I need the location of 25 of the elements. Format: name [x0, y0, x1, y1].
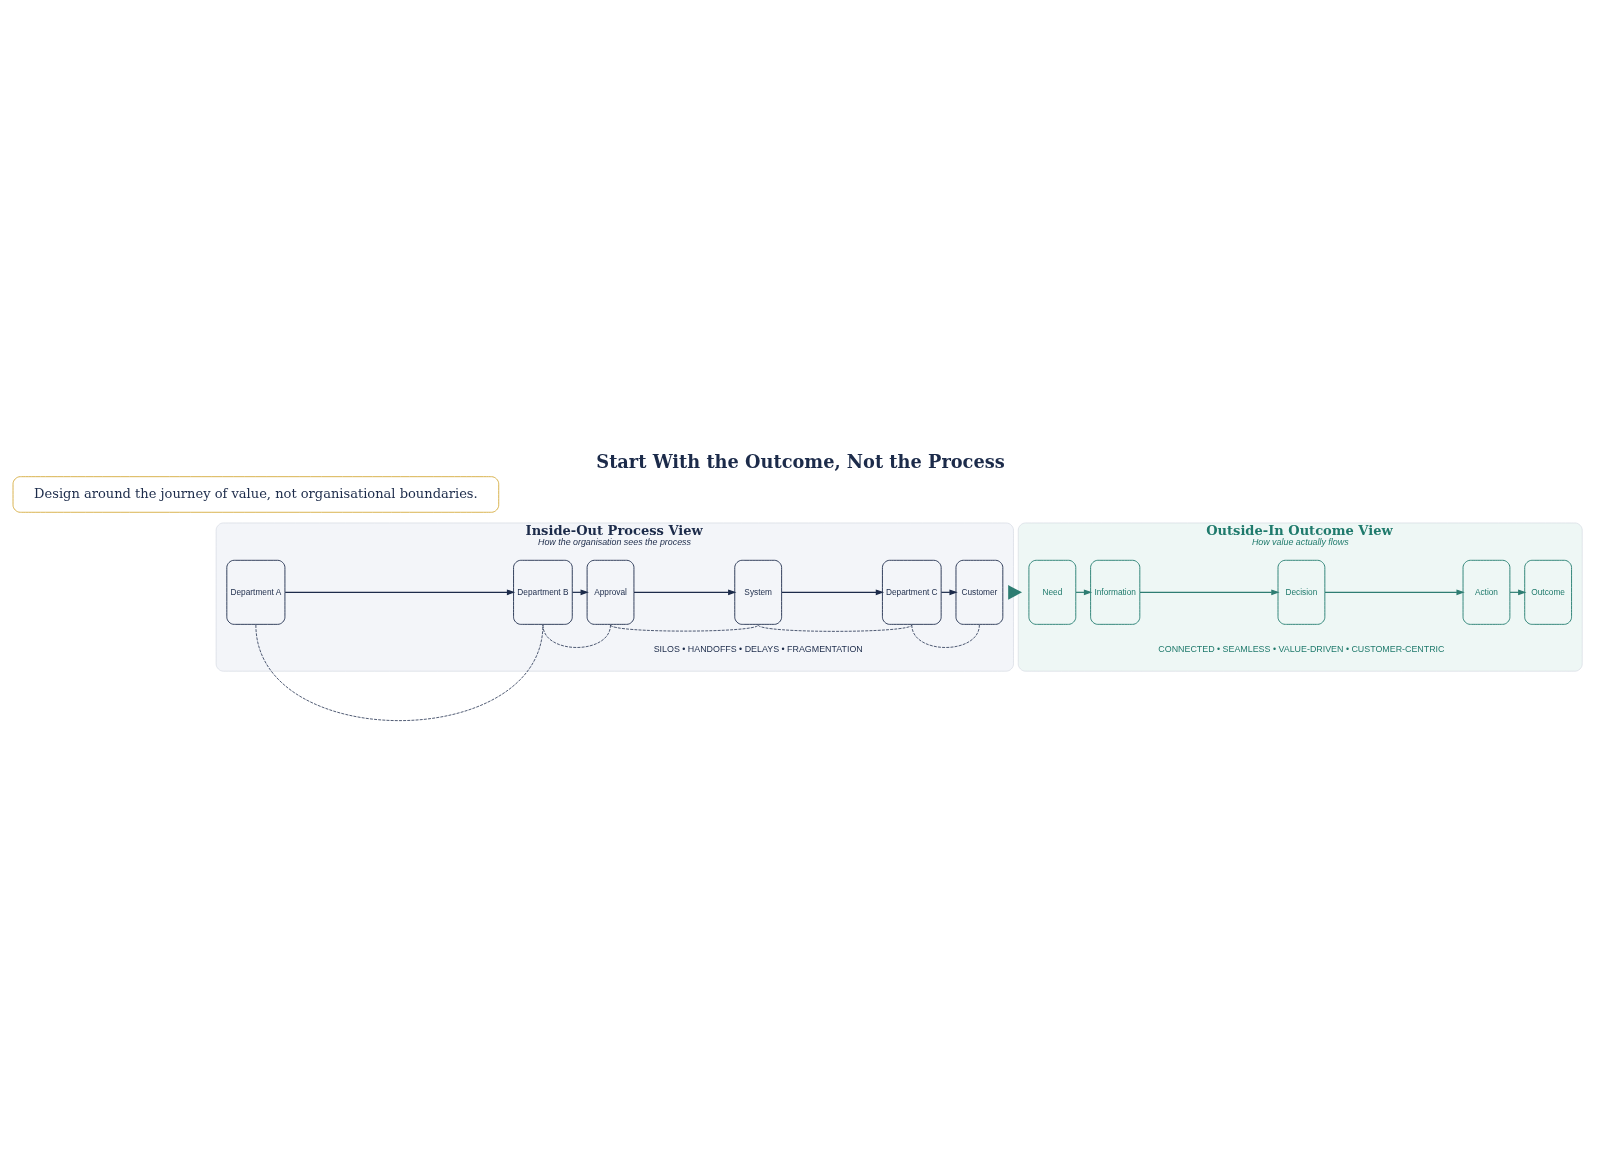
node-box: Department B — [513, 559, 573, 625]
arrow — [781, 589, 885, 596]
node-box: Outcome — [1524, 559, 1572, 625]
node-box: Approval — [586, 559, 635, 625]
arrow — [1139, 589, 1280, 596]
diagram-title: Start With the Outcome, Not the Process — [596, 451, 1005, 473]
connector — [542, 624, 611, 648]
arrow — [633, 589, 737, 596]
node-box: System — [734, 559, 783, 625]
node-box: Decision — [1277, 559, 1326, 625]
node-box: Department A — [226, 559, 286, 625]
node-box: Department C — [882, 559, 942, 625]
node-box: Customer — [955, 559, 1004, 625]
node-box: Need — [1028, 559, 1077, 625]
node-box: Design around the journey of value, not organisational boundaries. — [12, 476, 500, 513]
node-box: Information — [1090, 559, 1141, 625]
connector — [911, 624, 980, 648]
connector — [610, 624, 759, 632]
arrow — [1008, 585, 1023, 600]
connector — [255, 624, 544, 721]
label: CONNECTED • SEAMLESS • VALUE-DRIVEN • CUSTOMER-CENTRIC — [1158, 643, 1445, 654]
arrow — [1324, 589, 1465, 596]
node-box: Action — [1462, 559, 1511, 625]
arrow — [284, 589, 516, 596]
label: SILOS • HANDOFFS • DELAYS • FRAGMENTATION — [653, 643, 863, 654]
